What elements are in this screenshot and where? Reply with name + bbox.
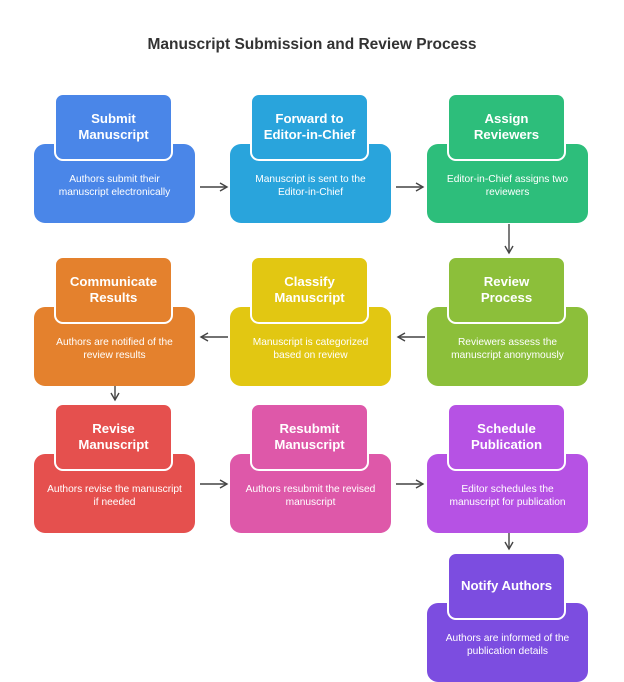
step-description: Authors submit their manuscript electron… [58,174,171,198]
diagram-title: Manuscript Submission and Review Process [147,36,477,53]
step-label: Classify Manuscript [274,274,345,305]
step-header: Assign Reviewers [447,93,566,161]
step-review-process: Reviewers assess the manuscript anonymou… [427,256,588,386]
step-label: Review Process [480,274,533,305]
step-label: Submit Manuscript [78,111,149,142]
step-header: Communicate Results [54,256,173,324]
step-description: Manuscript is sent to the Editor-in-Chie… [255,174,366,198]
step-revise-manuscript: Authors revise the manuscript if needed … [34,403,195,533]
step-label: Schedule Publication [470,421,543,452]
step-header: Revise Manuscript [54,403,173,471]
step-label: Revise Manuscript [78,421,149,452]
step-description: Manuscript is categorized based on revie… [252,337,369,361]
step-description: Editor schedules the manuscript for publ… [449,484,566,508]
step-header: Schedule Publication [447,403,566,471]
step-forward-to-editor: Manuscript is sent to the Editor-in-Chie… [230,93,391,223]
step-notify-authors: Authors are informed of the publication … [427,552,588,682]
step-communicate-results: Authors are notified of the review resul… [34,256,195,386]
step-header: Review Process [447,256,566,324]
step-description: Authors are informed of the publication … [445,633,570,657]
step-header: Forward to Editor-in-Chief [250,93,369,161]
step-description: Authors are notified of the review resul… [56,337,173,361]
step-schedule-publication: Editor schedules the manuscript for publ… [427,403,588,533]
step-assign-reviewers: Editor-in-Chief assigns two reviewers As… [427,93,588,223]
step-classify-manuscript: Manuscript is categorized based on revie… [230,256,391,386]
step-description: Authors revise the manuscript if needed [47,484,182,508]
step-label: Assign Reviewers [473,111,540,142]
step-description: Authors resubmit the revised manuscript [245,484,376,508]
step-header: Resubmit Manuscript [250,403,369,471]
step-submit-manuscript: Authors submit their manuscript electron… [34,93,195,223]
step-label: Notify Authors [460,578,553,593]
step-description: Reviewers assess the manuscript anonymou… [451,337,564,361]
step-label: Resubmit Manuscript [274,421,345,452]
step-resubmit-manuscript: Authors resubmit the revised manuscript … [230,403,391,533]
step-header: Notify Authors [447,552,566,620]
step-header: Submit Manuscript [54,93,173,161]
step-label: Communicate Results [69,274,158,305]
step-description: Editor-in-Chief assigns two reviewers [446,174,569,198]
step-label: Forward to Editor-in-Chief [263,111,356,142]
step-header: Classify Manuscript [250,256,369,324]
